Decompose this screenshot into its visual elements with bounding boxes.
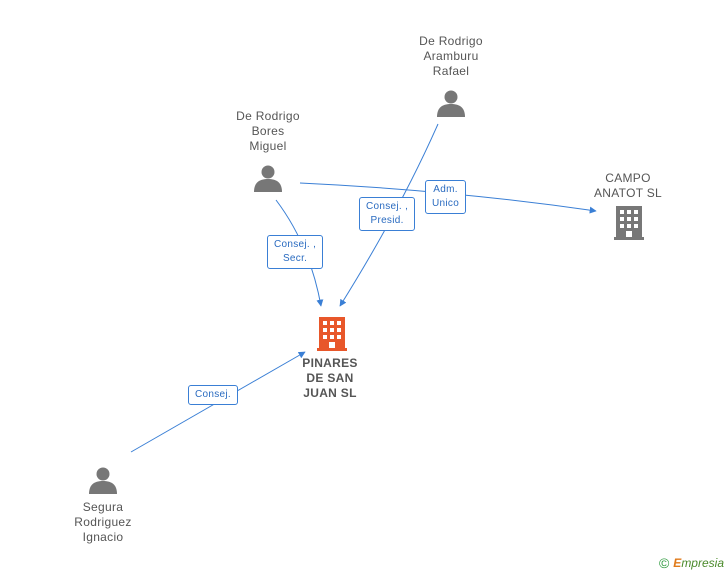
edge-label-consej-secr: Consej. , Secr.	[267, 235, 324, 269]
node-label-aramburu[interactable]: De Rodrigo Aramburu Rafael	[419, 34, 483, 78]
edge-label-adm-unico: Adm. Unico	[425, 180, 467, 214]
node-label-campo-anatot[interactable]: CAMPO ANATOT SL	[593, 171, 663, 200]
node-label-bores[interactable]: De Rodrigo Bores Miguel	[236, 109, 300, 153]
brand-name: mpresia	[681, 556, 724, 570]
edge-label-consej-presid: Consej. , Presid.	[359, 197, 416, 231]
person-icon-aramburu[interactable]	[437, 90, 465, 118]
person-icon-segura[interactable]	[89, 467, 117, 495]
person-icon-bores[interactable]	[254, 165, 282, 193]
node-label-pinares[interactable]: PINARES DE SAN JUAN SL	[302, 356, 358, 400]
brand-initial: E	[673, 556, 682, 570]
building-icon-campo-anatot[interactable]	[614, 206, 644, 240]
brand-logo: Empresia	[673, 556, 724, 570]
node-label-segura[interactable]: Segura Rodriguez Ignacio	[74, 500, 132, 544]
edge-label-consej: Consej.	[188, 385, 239, 405]
building-icon-pinares-main[interactable]	[317, 317, 347, 351]
copyright-icon: ©	[658, 555, 670, 571]
brand-footer[interactable]: © Empresia	[659, 555, 724, 571]
